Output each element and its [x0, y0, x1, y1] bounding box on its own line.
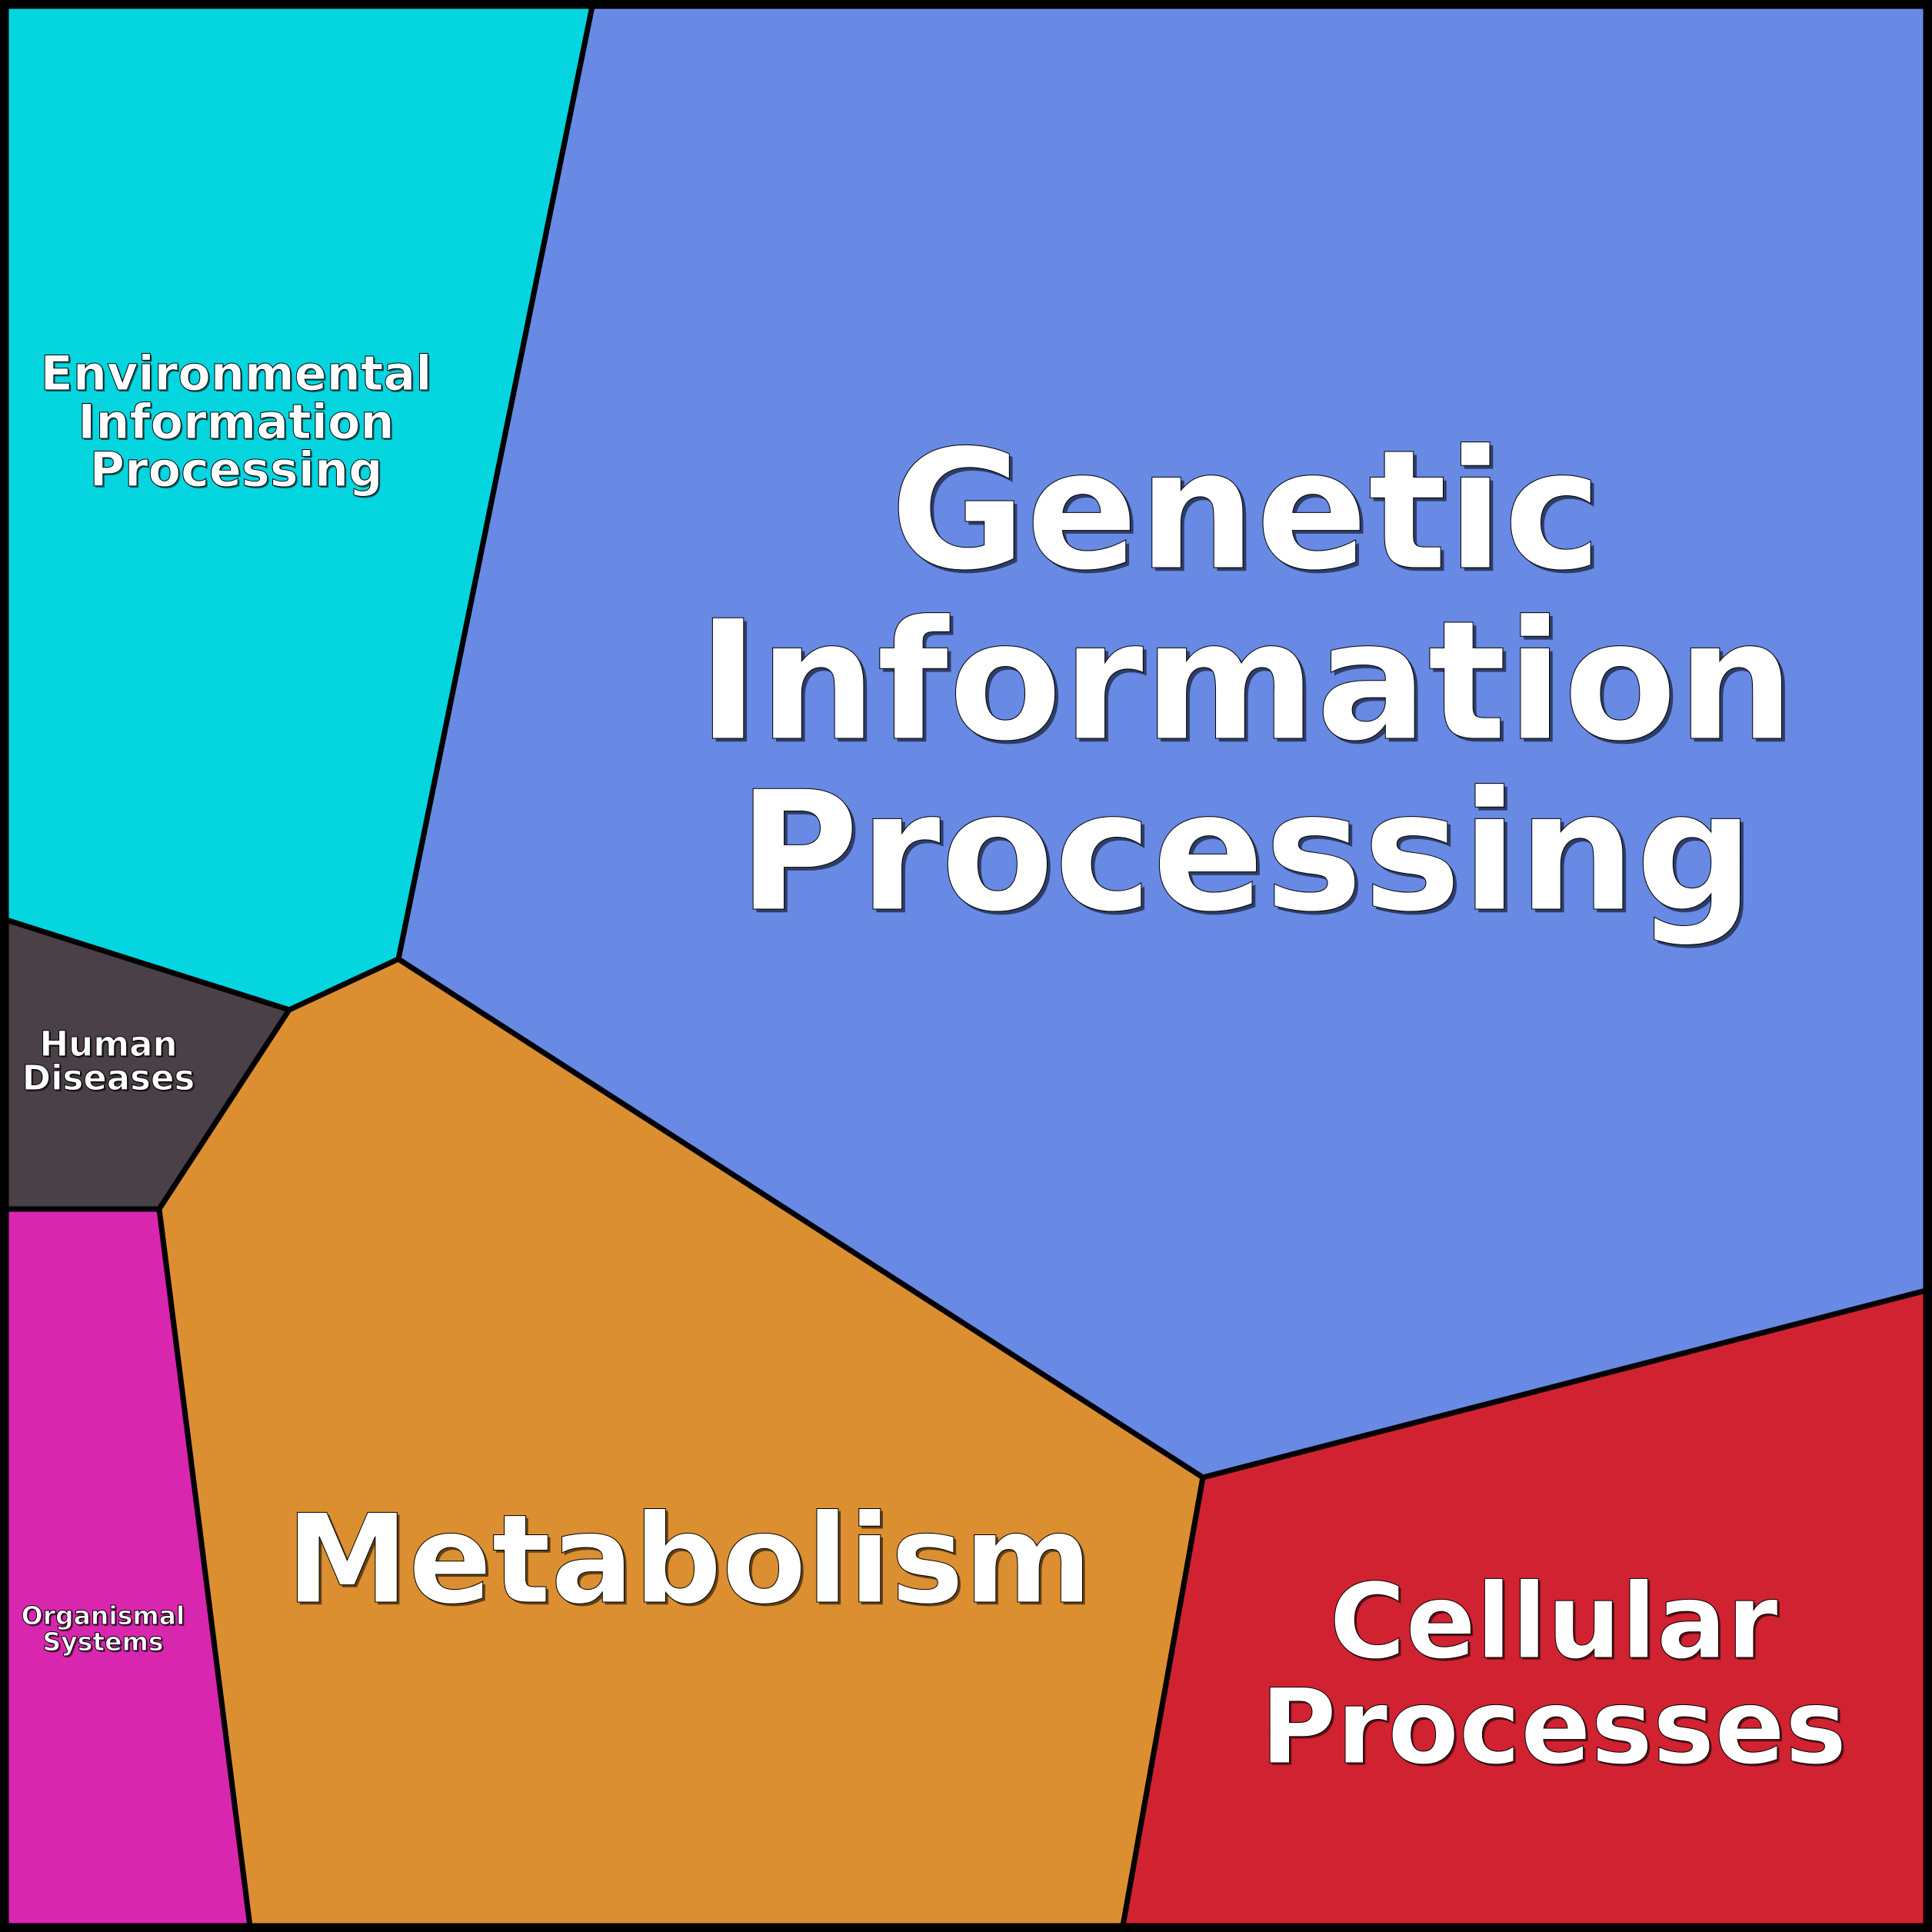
cell-label-environmental: Processing	[90, 441, 383, 498]
cell-label-shadow: Information	[701, 588, 1798, 781]
cell-label-organismal: Organismal	[22, 1601, 185, 1631]
cell-label-shadow: Organismal	[23, 1602, 187, 1632]
cell-label-organismal: Systems	[42, 1627, 163, 1657]
cell-label-metabolism: Metabolism	[286, 1487, 1092, 1631]
cell-label-environmental: Information	[78, 394, 394, 450]
cell-label-cellular: Processes	[1261, 1667, 1847, 1787]
cell-label-shadow: Diseases	[24, 1059, 197, 1100]
cell-genetic[interactable]: GeneticGeneticInformationInformationProc…	[395, 3, 1929, 1481]
cell-label-shadow: Processing	[741, 758, 1757, 951]
cell-label-shadow: Processing	[92, 443, 385, 499]
cell-label-shadow: Information	[79, 395, 395, 451]
cell-label-shadow: Genetic	[894, 417, 1605, 610]
cell-label-shadow: Systems	[44, 1628, 165, 1658]
cell-label-genetic: Genetic	[890, 414, 1601, 607]
cell-label-shadow: Cellular	[1331, 1564, 1780, 1684]
cell-label-shadow: Metabolism	[288, 1490, 1094, 1634]
cell-environmental[interactable]: EnvironmentalEnvironmentalInformationInf…	[3, 3, 596, 1013]
cell-label-shadow: Environmental	[42, 347, 434, 403]
cell-label-cellular: Cellular	[1329, 1561, 1778, 1682]
cell-label-shadow: Processes	[1262, 1669, 1848, 1790]
cell-label-genetic: Information	[698, 585, 1795, 778]
cell-label-genetic: Processing	[738, 755, 1754, 948]
cell-label-human-diseases: Diseases	[22, 1058, 195, 1098]
cell-cellular-region[interactable]	[1119, 1287, 1929, 1929]
cell-label-human-diseases: Human	[40, 1024, 178, 1064]
cell-label-shadow: Human	[42, 1025, 179, 1066]
cell-label-environmental: Environmental	[41, 345, 432, 401]
